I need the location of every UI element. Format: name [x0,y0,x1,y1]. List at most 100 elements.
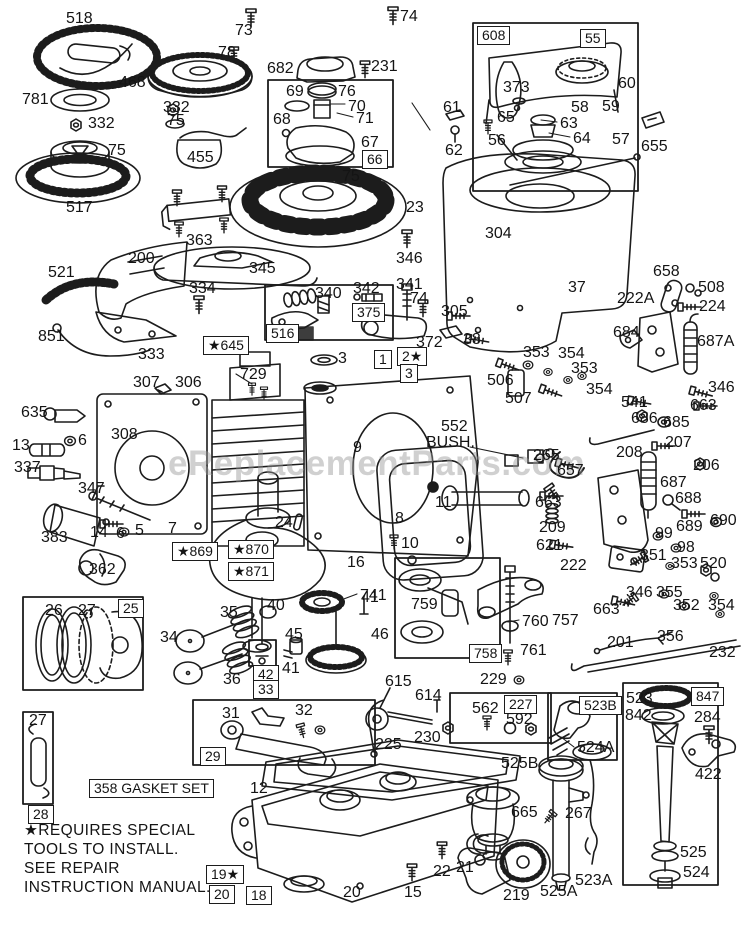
breather-cover-drawing [296,56,356,83]
part-label-207: 207 [665,434,692,451]
part-label-74: 74 [410,290,428,307]
stator-plate-drawing [153,246,318,290]
part-label-219: 219 [503,887,530,904]
part-label-21: 21 [456,859,474,876]
part-label-354: 354 [586,381,613,398]
breather-383-drawing [42,485,105,547]
part-label-70: 70 [348,98,366,115]
part-label-6: 6 [78,432,87,449]
part-label-372: 372 [416,334,443,351]
bracket-422-drawing [681,732,737,768]
part-label-33: 33 [253,680,279,699]
clip-61-drawing [445,109,465,121]
part-label-23: 23 [406,199,424,216]
part-label-2: 2★ [397,347,428,366]
part-label-345: 345 [249,260,276,277]
part-label-6: 6 [116,525,125,542]
part-label-37: 37 [568,279,586,296]
fuel-tank-drawing [485,42,641,186]
part-label-209: 209 [539,519,566,536]
part-label-18: 18 [246,886,272,905]
part-label-520: 520 [700,555,727,572]
dipstick-523A-drawing [572,743,612,865]
part-label-552: 552 [441,418,468,435]
part-label-615: 615 [385,673,412,690]
part-label-75: 75 [167,112,185,129]
control-brackets-drawing [535,279,741,673]
part-label-468: 468 [119,74,146,91]
part-label-14: 14 [90,524,108,541]
part-label-592: 592 [506,711,533,728]
part-label-304: 304 [485,225,512,242]
part-label-267: 267 [565,805,592,822]
hose-851-drawing [52,323,151,357]
part-label-230: 230 [414,729,441,746]
footnote-line-2: TOOLS TO INSTALL. [24,841,179,858]
part-label-55: 55 [580,29,606,48]
part-label-73: 73 [235,22,253,39]
part-label-15: 15 [404,884,422,901]
part-label-201: 201 [607,634,634,651]
footnote-line-1: ★REQUIRES SPECIAL [24,822,196,839]
part-label-689: 689 [676,518,703,535]
part-label-375: 375 [352,303,386,322]
starter-gear-219-drawing [457,839,551,895]
part-label-685: 685 [663,414,690,431]
part-label-78: 78 [218,44,236,61]
part-label-422: 422 [695,766,722,783]
part-label-373: 373 [503,79,530,96]
clip-655-drawing [641,111,665,129]
part-label-34: 34 [160,629,178,646]
part-label-663: 663 [593,601,620,618]
part-label-45: 45 [285,626,303,643]
part-label-65: 65 [497,109,515,126]
part-label-16: 16 [347,554,365,571]
part-label-71: 71 [356,110,374,127]
wrist-pin-27-drawing [28,723,50,799]
part-label-688: 688 [675,490,702,507]
muffler-drawing [95,241,188,320]
part-label-355: 355 [656,584,683,601]
hose-521-drawing [41,277,119,305]
part-label-40: 40 [267,597,285,614]
part-label-657: 657 [557,462,584,479]
part-label-507: 507 [505,390,532,407]
part-label-284: 284 [694,709,721,726]
part-label-38: 38 [463,331,481,348]
part-label-741: 741 [360,587,387,604]
part-label-851: 851 [38,328,65,345]
part-label-690: 690 [710,512,737,529]
part-label-525: 525 [680,844,707,861]
part-label-7: 7 [168,520,177,537]
part-label-842: 842 [625,707,652,724]
part-label-347: 347 [78,480,105,497]
part-label-516: 516 [266,324,300,343]
dipstick-assembly-847-drawing [639,685,693,889]
part-label-682: 682 [267,60,294,77]
flywheel-screen-drawing [15,140,141,204]
part-label-98: 98 [677,539,695,556]
callout-boxes [22,22,719,886]
part-label-342: 342 [353,280,380,297]
timing-gear-741-drawing [299,590,345,614]
part-label-3: 3 [338,350,347,367]
part-label-614: 614 [415,687,442,704]
part-label-684: 684 [613,324,640,341]
part-label-231: 231 [371,58,398,75]
cam-gear-drawing [305,599,369,674]
part-label-870: ★870 [228,540,274,559]
part-label-524: 524 [683,864,710,881]
part-label-224: 224 [699,298,726,315]
part-label-383: 383 [41,529,68,546]
part-label-524a: 524A [577,739,615,756]
part-label-508: 508 [698,279,725,296]
crankcase-cover-drawing [376,445,544,581]
washer-75-drawing [165,119,185,129]
part-label-541: 541 [621,394,648,411]
special-tools-footnote: ★REQUIRES SPECIAL TOOLS TO INSTALL. SEE … [24,821,211,897]
part-label-781: 781 [22,91,49,108]
part-label-28: 28 [28,805,54,824]
part-label-525a: 525A [540,883,578,900]
part-label-206: 206 [693,457,720,474]
